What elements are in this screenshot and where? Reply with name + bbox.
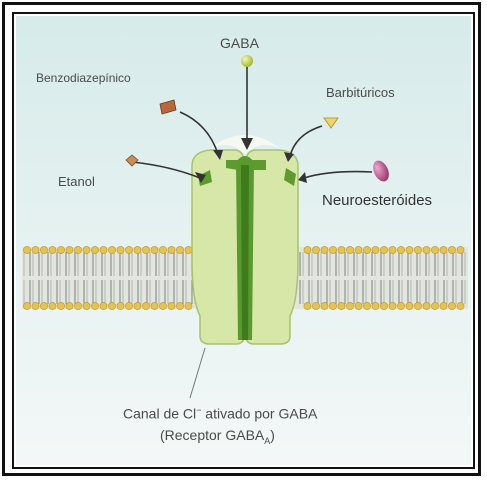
lipid-head [406,246,413,253]
lipid-head [346,302,353,309]
lipid-head [151,246,158,253]
lipid-head [83,246,90,253]
caption-line-2-prefix: (Receptor GABA [160,427,264,443]
gaba-molecule-icon [241,55,253,67]
lipid-head [304,302,311,309]
lipid-head [448,302,455,309]
lipid-head [372,302,379,309]
lipid-head [134,302,141,309]
lipid-head [142,302,149,309]
lipid-head [329,302,336,309]
benzodiazepine-label: Benzodiazepínico [36,72,131,84]
caption-line-1: Canal de Cl− ativado por GABA [123,406,317,421]
lipid-head [142,246,149,253]
lipid-head [23,246,30,253]
lipid-head [423,302,430,309]
lipid-head [49,246,56,253]
lipid-head [312,246,319,253]
lipid-head [304,246,311,253]
lipid-head [74,302,81,309]
lipid-head [159,246,166,253]
lipid-head [414,302,421,309]
lipid-head [100,302,107,309]
lipid-head [117,302,124,309]
lipid-head [91,302,98,309]
lipid-head [346,246,353,253]
lipid-head [338,246,345,253]
caption-line-1-suffix: ativado por GABA [201,406,317,422]
lipid-head [185,302,192,309]
lipid-head [389,246,396,253]
barbiturates-label: Barbitúricos [326,86,395,99]
lipid-head [363,246,370,253]
lipid-head [57,302,64,309]
lipid-head [363,302,370,309]
lipid-head [134,246,141,253]
lipid-head [406,302,413,309]
lipid-head [431,302,438,309]
caption-line-2: (Receptor GABAA) [160,428,275,446]
lipid-head [321,246,328,253]
lipid-head [338,302,345,309]
lipid-head [372,246,379,253]
lipid-head [380,246,387,253]
caption-line-2-suffix: ) [270,427,275,443]
lipid-head [40,246,47,253]
lipid-head [151,302,158,309]
caption-line-1-prefix: Canal de Cl [123,406,196,422]
lipid-head [49,302,56,309]
lipid-head [176,246,183,253]
lipid-head [380,302,387,309]
lipid-head [389,302,396,309]
lipid-head [448,246,455,253]
gaba-label: GABA [220,36,259,50]
lipid-head [159,302,166,309]
lipid-head [329,246,336,253]
lipid-head [168,302,175,309]
lipid-head [168,246,175,253]
lipid-head [423,246,430,253]
lipid-head [440,302,447,309]
lipid-head [74,246,81,253]
lipid-head [100,246,107,253]
lipid-head [117,246,124,253]
lipid-head [40,302,47,309]
lipid-head [440,246,447,253]
lipid-head [355,302,362,309]
lipid-head [185,246,192,253]
lipid-head [431,246,438,253]
lipid-head [321,302,328,309]
lipid-head [125,246,132,253]
lipid-head [108,302,115,309]
lipid-head [457,302,464,309]
lipid-head [397,246,404,253]
lipid-head [83,302,90,309]
lipid-head [312,302,319,309]
lipid-head [32,302,39,309]
lipid-head [23,302,30,309]
lipid-head [91,246,98,253]
lipid-head [176,302,183,309]
lipid-head [397,302,404,309]
lipid-head [355,246,362,253]
lipid-head [66,302,73,309]
lipid-head [108,246,115,253]
lipid-head [457,246,464,253]
lipid-head [414,246,421,253]
lipid-head [125,302,132,309]
lipid-head [57,246,64,253]
lipid-head [32,246,39,253]
lipid-head [66,246,73,253]
ethanol-label: Etanol [58,175,95,188]
gaba-a-channel [192,135,298,344]
neurosteroids-label: Neuroesteróides [322,193,432,208]
